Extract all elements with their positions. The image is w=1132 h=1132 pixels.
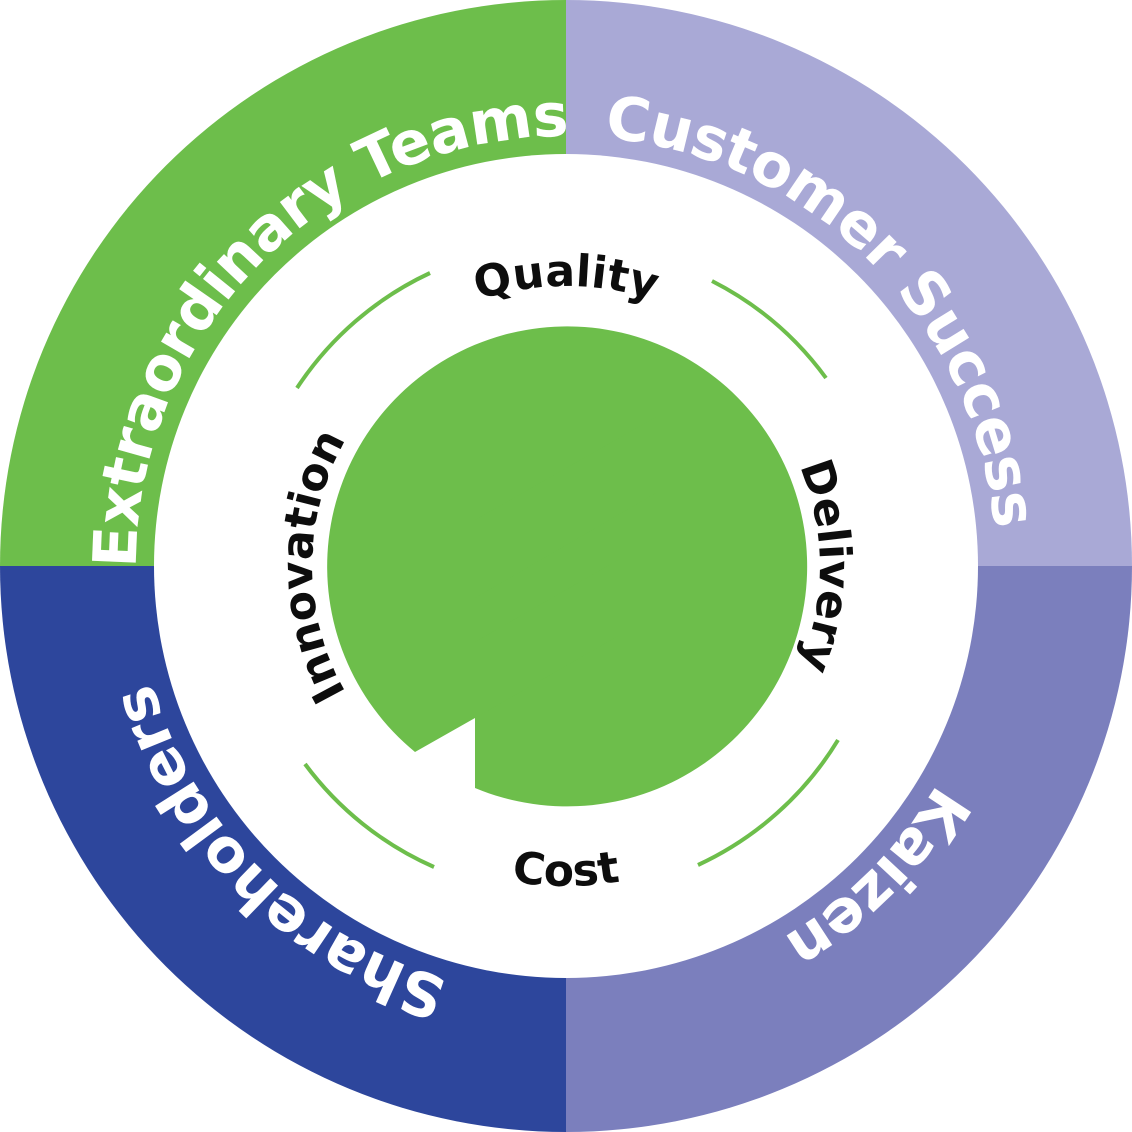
logo-ring xyxy=(327,326,808,807)
arc-top-left xyxy=(295,271,431,390)
arc-bottom-left xyxy=(303,762,435,869)
logo-upper-bar xyxy=(475,417,656,598)
inner-arcs xyxy=(295,271,840,869)
arc-top-right xyxy=(711,279,828,380)
arc-bottom-right xyxy=(697,738,840,867)
label-cost: Cost xyxy=(510,842,622,897)
logo-lower-bar xyxy=(475,560,618,718)
leaf-s-logo-icon xyxy=(327,326,808,807)
